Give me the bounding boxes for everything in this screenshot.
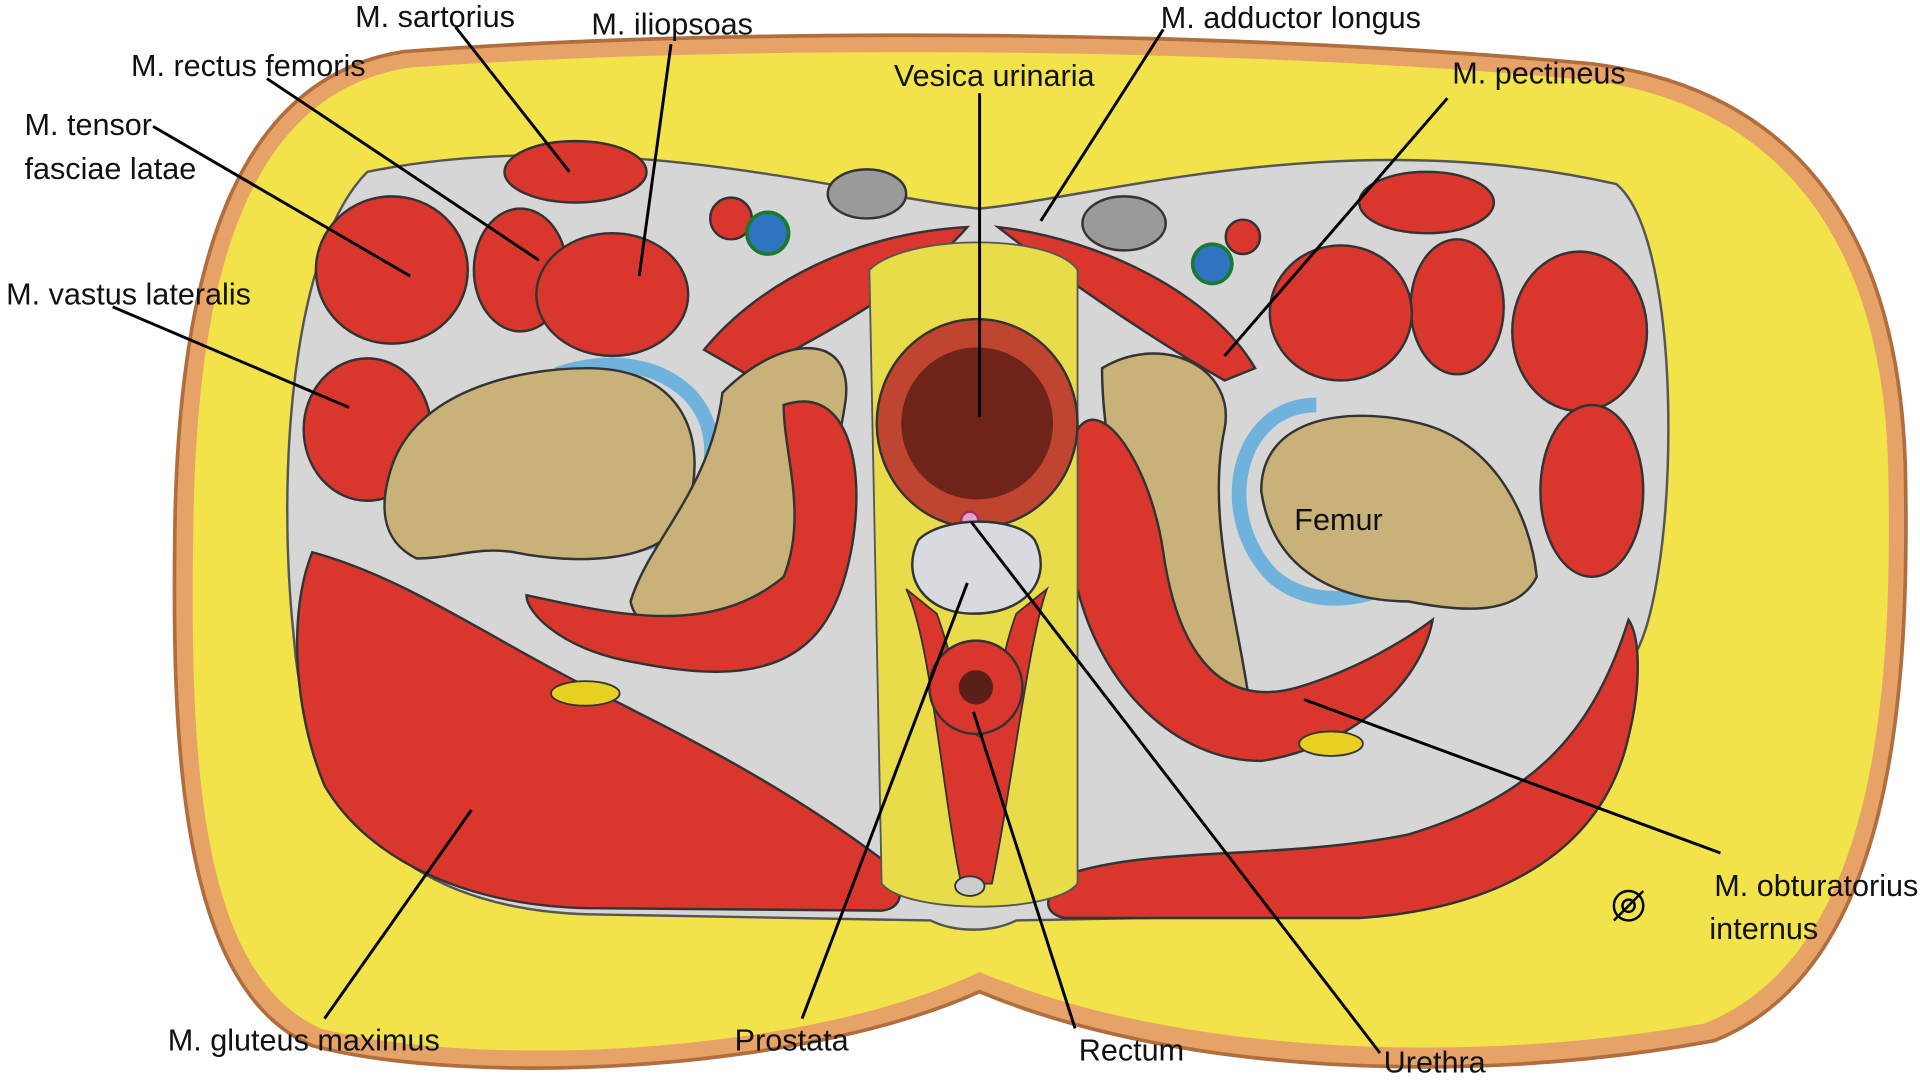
rectum-lumen [958,670,994,705]
leader-adductor-longus [1039,28,1165,222]
leader-vastus-lateralis [112,305,350,409]
muscle-sartorius-right [1357,170,1496,235]
leader-gluteus-maximus [323,809,473,1020]
sciatic-nerve-left [550,680,621,707]
label-rectus-femoris: M. rectus femoris [131,49,366,83]
muscle-rectus-femoris-right [1409,238,1505,376]
label-vastus-lateralis: M. vastus lateralis [6,277,251,311]
label-obturatorius-line2: internus [1709,912,1818,946]
label-tensor-line1: M. tensor [24,108,152,142]
sciatic-nerve-right [1298,730,1364,757]
spermatic-cord-right [1081,195,1167,252]
leader-iliopsoas [637,43,673,277]
vesica-urinaria [901,347,1054,500]
leader-pectineus [1223,97,1449,357]
label-urethra: Urethra [1384,1046,1487,1080]
leader-urethra [969,520,1382,1054]
label-obturatorius-line1: M. obturatorius [1714,869,1918,903]
leader-sartorius [454,26,571,173]
label-pectineus: M. pectineus [1452,56,1625,90]
muscle-iliopsoas-left [535,231,690,358]
leader-obturatorius-internus [1303,698,1721,855]
femoral-artery-right [1224,218,1262,256]
muscle-tensor-right [1511,250,1649,413]
label-sartorius: M. sartorius [355,0,515,34]
label-tensor-line2: fasciae latae [24,152,196,186]
label-prostata: Prostata [735,1024,850,1058]
muscle-vastus-lateralis-right [1539,403,1645,579]
muscle-iliopsoas-right [1268,244,1414,382]
leader-rectum [972,711,1077,1029]
muscle-obturator-internus-left [525,400,858,673]
spermatic-cord-left [826,168,908,220]
muscle-obturator-internus-right [1069,418,1435,763]
muscle-tensor-fasciae-latae [314,195,469,345]
leader-tensor-fasciae-latae [152,125,411,278]
label-rectum: Rectum [1079,1033,1184,1067]
cartilage-right [1231,397,1400,606]
anal-canal [954,875,986,897]
femoral-vein-left [745,210,791,256]
label-adductor-longus: M. adductor longus [1161,1,1421,35]
artist-signature-icon [1612,889,1645,922]
prostata [911,520,1042,615]
femoral-vein-right [1190,242,1234,286]
label-vesica-urinaria: Vesica urinaria [894,59,1096,93]
label-gluteus-maximus: M. gluteus maximus [168,1024,440,1058]
muscle-sartorius-left [503,139,648,204]
femur-right [1259,414,1538,610]
leader-rectus-femoris [266,77,540,262]
label-femur: Femur [1294,503,1382,537]
label-iliopsoas: M. iliopsoas [591,7,753,41]
leader-prostata [800,582,969,1020]
